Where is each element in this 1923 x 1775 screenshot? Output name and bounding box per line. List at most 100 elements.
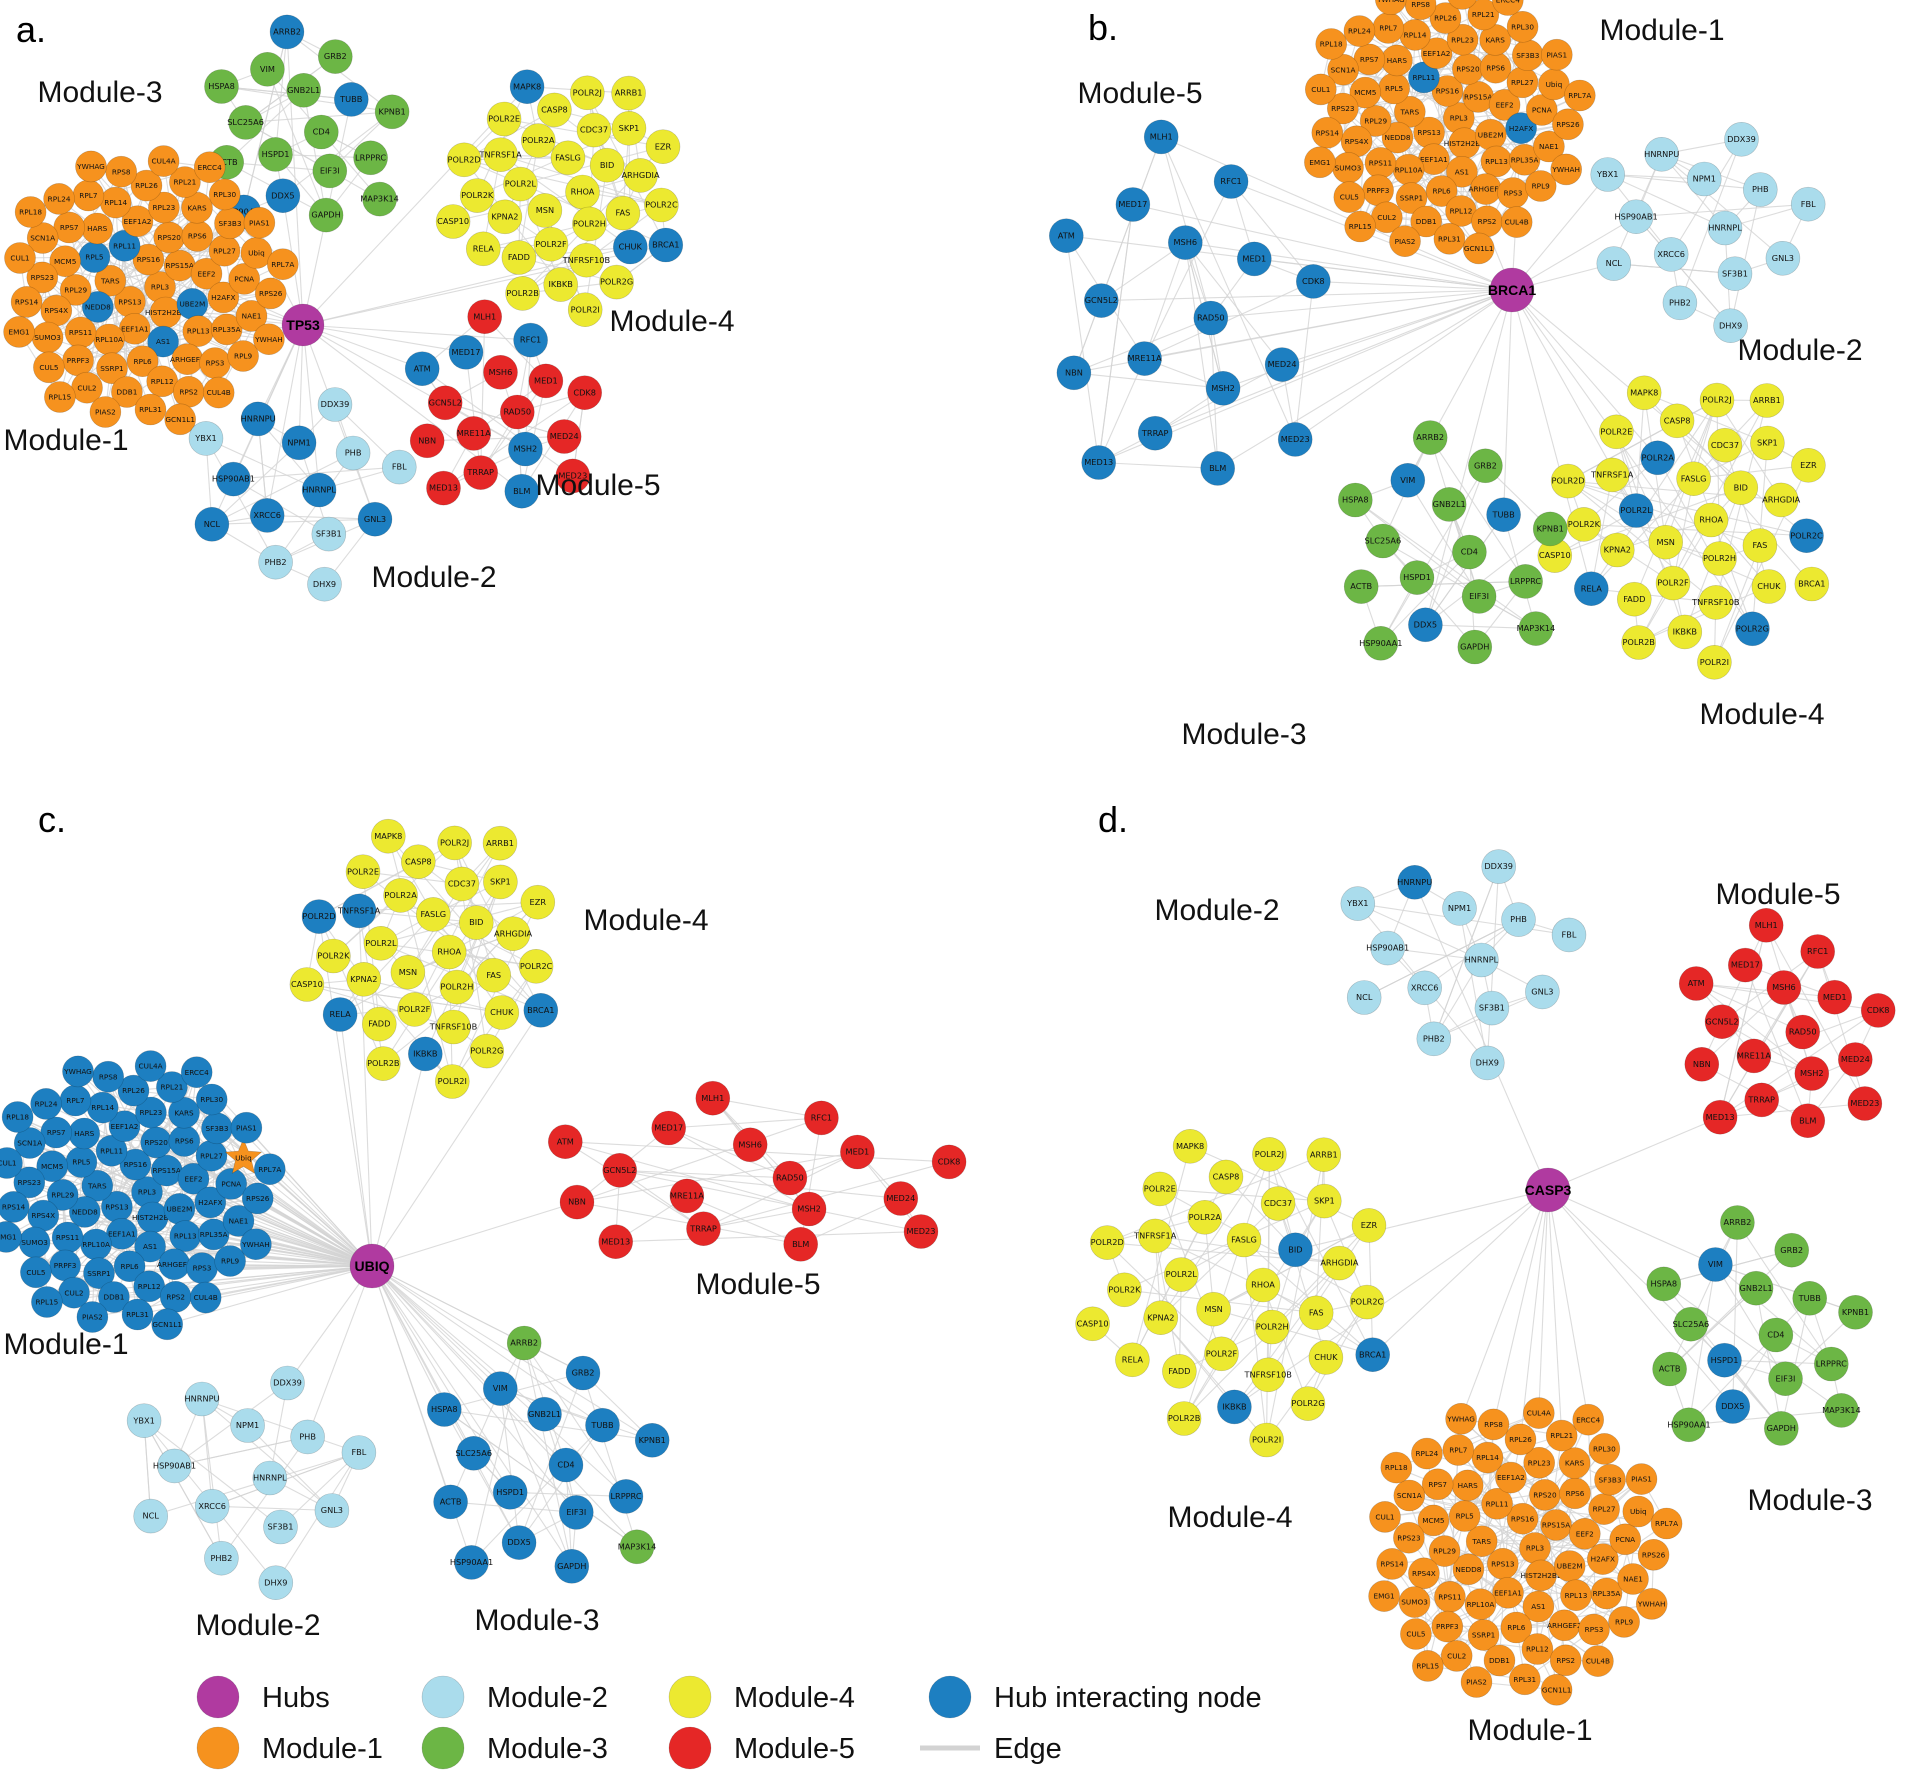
gene-node[interactable] — [444, 866, 480, 902]
gene-node[interactable] — [1425, 175, 1458, 207]
gene-node[interactable] — [623, 158, 658, 193]
gene-node[interactable] — [1552, 108, 1584, 141]
gene-node[interactable] — [1471, 1441, 1504, 1474]
gene-node[interactable] — [1715, 1389, 1751, 1424]
gene-node[interactable] — [1673, 1306, 1709, 1342]
gene-node[interactable] — [289, 967, 325, 1002]
gene-node[interactable] — [214, 207, 246, 240]
gene-node[interactable] — [105, 155, 137, 188]
gene-node[interactable] — [75, 150, 107, 183]
gene-node[interactable] — [130, 169, 163, 202]
gene-node[interactable] — [1376, 1548, 1408, 1580]
gene-node[interactable] — [426, 470, 461, 506]
gene-node[interactable] — [482, 1371, 518, 1406]
gene-node[interactable] — [1824, 1393, 1859, 1428]
gene-node[interactable] — [10, 286, 43, 318]
gene-node[interactable] — [1308, 1340, 1344, 1375]
gene-node[interactable] — [1204, 1336, 1239, 1372]
gene-node[interactable] — [435, 204, 471, 239]
gene-node[interactable] — [467, 299, 503, 335]
gene-node[interactable] — [1474, 990, 1510, 1026]
gene-node[interactable] — [148, 191, 180, 224]
gene-node[interactable] — [1254, 1309, 1290, 1345]
gene-node[interactable] — [454, 1545, 489, 1580]
gene-node[interactable] — [487, 199, 523, 235]
gene-node[interactable] — [365, 1046, 401, 1081]
gene-node[interactable] — [1508, 144, 1541, 176]
gene-node[interactable] — [1684, 1047, 1720, 1082]
gene-node[interactable] — [1492, 0, 1524, 16]
gene-node[interactable] — [49, 245, 81, 278]
gene-node[interactable] — [99, 186, 132, 219]
gene-node[interactable] — [208, 234, 241, 267]
gene-node[interactable] — [46, 1179, 79, 1211]
gene-node[interactable] — [783, 1227, 819, 1262]
gene-node[interactable] — [0, 1221, 22, 1253]
gene-node[interactable] — [1594, 1463, 1626, 1496]
gene-node[interactable] — [439, 969, 475, 1005]
gene-node[interactable] — [436, 1009, 471, 1045]
gene-node[interactable] — [483, 354, 518, 390]
gene-node[interactable] — [1724, 122, 1759, 157]
gene-node[interactable] — [186, 1252, 218, 1284]
gene-node[interactable] — [1506, 66, 1539, 99]
gene-node[interactable] — [1702, 1099, 1738, 1135]
gene-node[interactable] — [1738, 1270, 1774, 1306]
gene-node[interactable] — [1508, 564, 1543, 599]
gene-node[interactable] — [136, 1201, 169, 1234]
gene-node[interactable] — [1564, 79, 1596, 112]
gene-node[interactable] — [619, 1529, 655, 1565]
gene-node[interactable] — [204, 1540, 239, 1576]
gene-node[interactable] — [258, 544, 293, 580]
gene-node[interactable] — [1452, 53, 1484, 85]
gene-node[interactable] — [250, 52, 285, 87]
gene-node[interactable] — [1399, 19, 1431, 51]
gene-node[interactable] — [569, 75, 605, 111]
gene-node[interactable] — [1560, 1579, 1592, 1611]
gene-node[interactable] — [1600, 532, 1635, 568]
gene-node[interactable] — [804, 1100, 839, 1136]
gene-node[interactable] — [550, 140, 586, 176]
gene-node[interactable] — [528, 363, 564, 399]
gene-node[interactable] — [374, 94, 410, 130]
gene-node[interactable] — [434, 1064, 470, 1099]
gene-node[interactable] — [1765, 240, 1801, 276]
gene-node[interactable] — [270, 1365, 305, 1401]
gene-node[interactable] — [1410, 205, 1442, 238]
gene-node[interactable] — [1587, 1543, 1619, 1575]
gene-node[interactable] — [1346, 980, 1382, 1015]
gene-node[interactable] — [1526, 94, 1558, 126]
gene-node[interactable] — [1735, 611, 1770, 647]
gene-node[interactable] — [182, 315, 215, 347]
gene-node[interactable] — [3, 316, 35, 348]
gene-node[interactable] — [13, 1166, 46, 1199]
gene-node[interactable] — [98, 1281, 130, 1313]
gene-node[interactable] — [1671, 1407, 1707, 1443]
gene-node[interactable] — [1744, 1082, 1779, 1118]
gene-node[interactable] — [1518, 611, 1554, 646]
gene-node[interactable] — [1311, 116, 1344, 149]
gene-node[interactable] — [1457, 629, 1493, 665]
gene-node[interactable] — [370, 818, 406, 854]
gene-node[interactable] — [26, 222, 59, 254]
gene-node[interactable] — [518, 948, 554, 984]
gene-node[interactable] — [150, 1154, 183, 1187]
gene-node[interactable] — [1355, 1337, 1390, 1372]
gene-node[interactable] — [644, 187, 679, 223]
gene-node[interactable] — [153, 221, 185, 254]
gene-node[interactable] — [1467, 0, 1500, 31]
gene-node[interactable] — [1143, 1300, 1179, 1335]
gene-node[interactable] — [194, 506, 230, 542]
gene-node[interactable] — [1226, 1222, 1262, 1258]
gene-node[interactable] — [1566, 507, 1602, 542]
gene-node[interactable] — [1431, 487, 1467, 522]
gene-node[interactable] — [1717, 256, 1753, 292]
gene-node[interactable] — [1707, 1342, 1742, 1378]
gene-node[interactable] — [1707, 427, 1743, 463]
gene-node[interactable] — [546, 419, 582, 454]
gene-node[interactable] — [1505, 112, 1537, 144]
gene-node[interactable] — [554, 1549, 590, 1584]
gene-node[interactable] — [612, 229, 648, 265]
gene-node[interactable] — [456, 1436, 492, 1471]
gene-node[interactable] — [1431, 1610, 1464, 1643]
